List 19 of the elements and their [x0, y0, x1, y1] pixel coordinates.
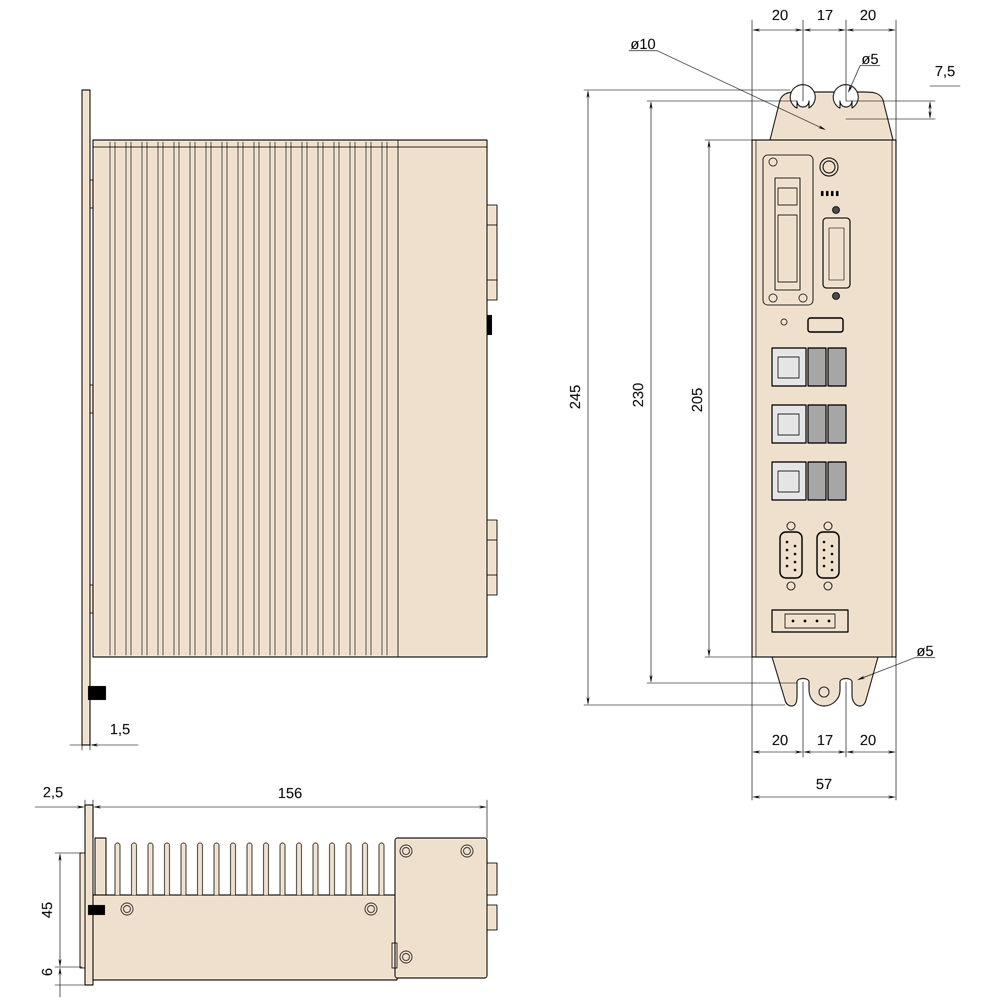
dimension-label: 20	[860, 734, 876, 746]
dimension-label: 20	[772, 734, 788, 746]
dimension-label: 20	[860, 10, 876, 20]
dimension-label: 2,5	[44, 786, 63, 800]
leader-label: ø5	[862, 54, 878, 64]
dimension-label: 7,5	[936, 66, 955, 78]
dimension-label: 156	[278, 788, 302, 798]
dimension-label: 6	[42, 968, 52, 976]
dimension-label: 17	[818, 10, 832, 20]
dimension-label: 205	[692, 388, 702, 412]
dimension-label: 20	[772, 10, 788, 20]
dimension-label: 1,5	[110, 724, 130, 736]
dimension-label: 57	[816, 778, 832, 790]
dimension-label: 230	[632, 383, 644, 406]
dimension-label: 245	[570, 385, 580, 408]
dimension-label: 45	[42, 902, 52, 918]
leader-label: ø5	[916, 646, 933, 656]
leader-label: ø10	[630, 38, 656, 50]
dimension-label: 17	[818, 734, 832, 746]
